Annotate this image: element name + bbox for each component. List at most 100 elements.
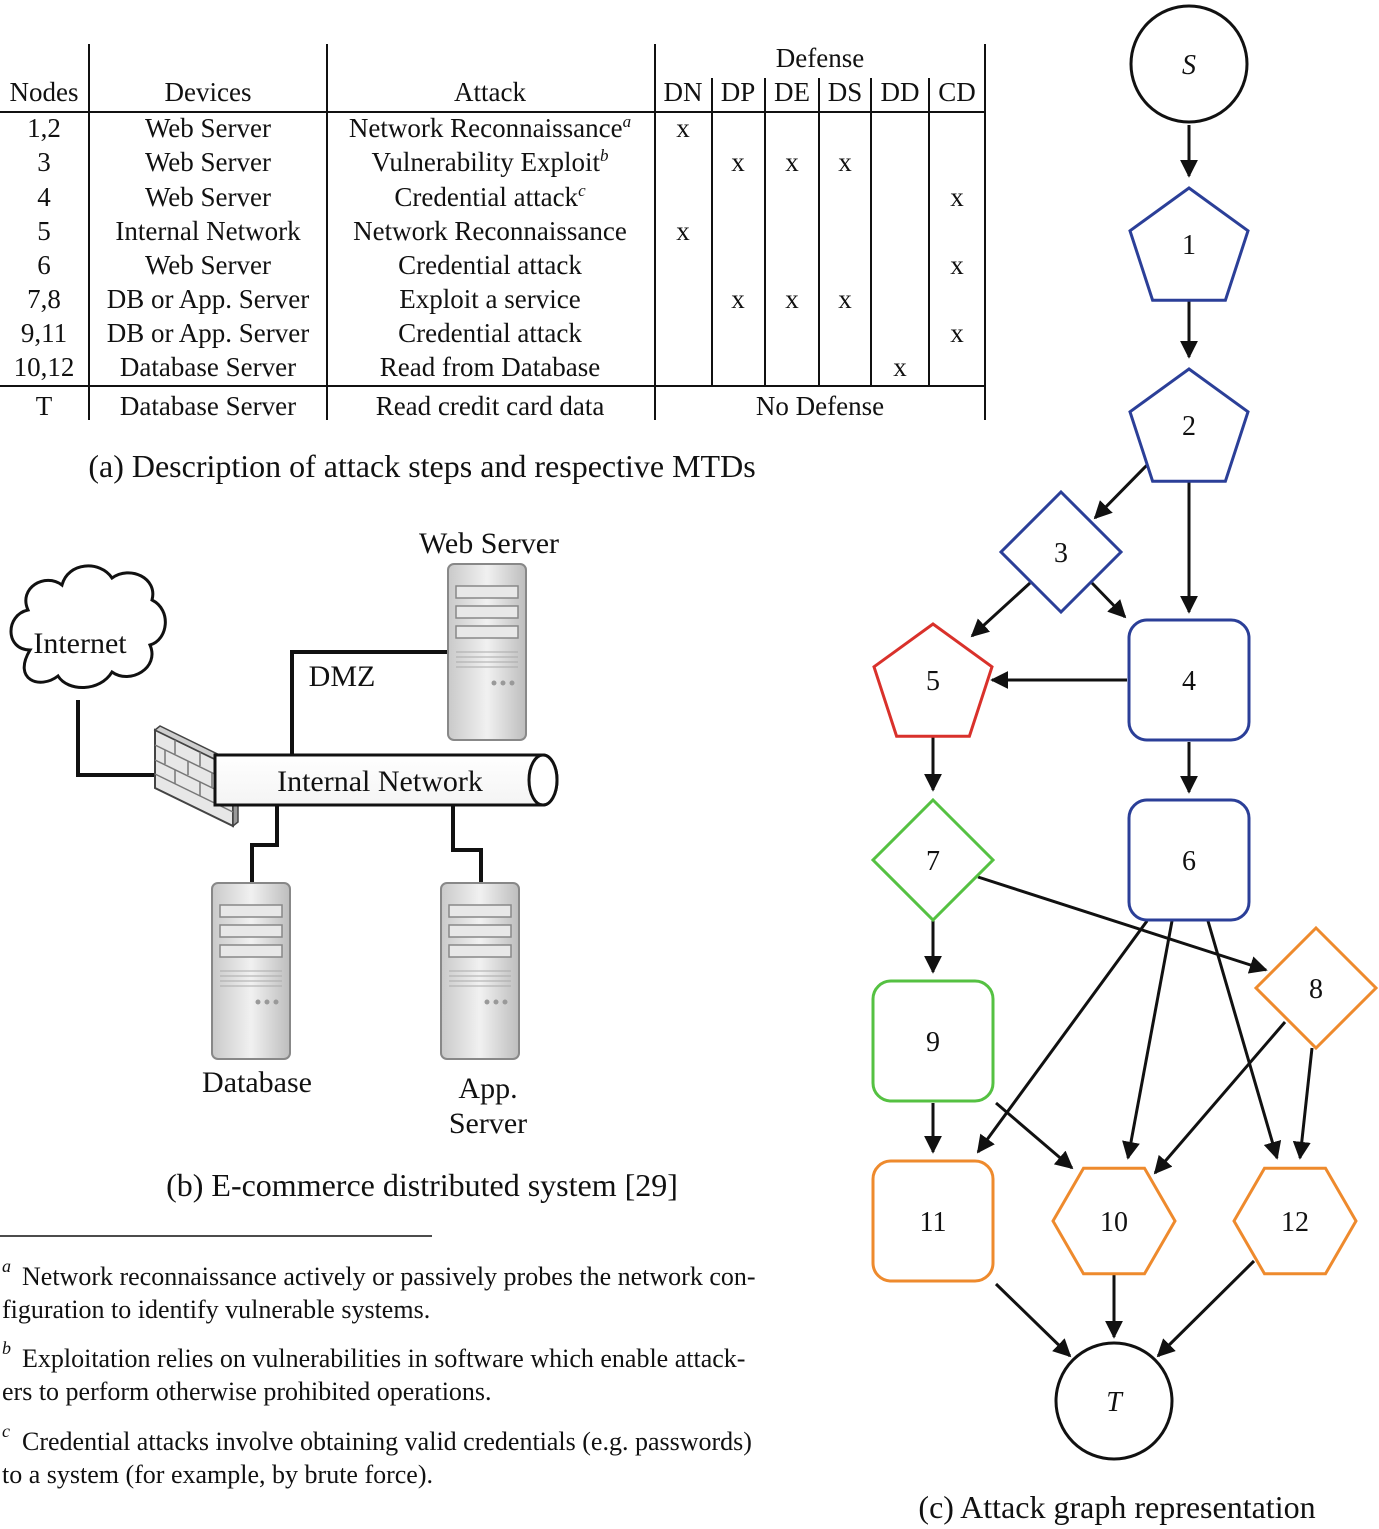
web-server-label: Web Server xyxy=(419,527,559,560)
defense-mark: x xyxy=(731,284,745,314)
defense-mark: x xyxy=(838,147,852,177)
defense-mark: x xyxy=(785,147,799,177)
row-attack: Credential attack xyxy=(398,250,582,280)
row-device: DB or App. Server xyxy=(107,284,309,314)
edge-6-to-12 xyxy=(1206,920,1282,1160)
defense-mark: x xyxy=(950,318,964,348)
row-attack-footnote-mark: c xyxy=(578,181,586,200)
graph-node-7: 7 xyxy=(870,797,996,923)
edge-6-to-11 xyxy=(976,920,1149,1154)
defense-mark: x xyxy=(950,250,964,280)
defense-mark: x xyxy=(838,284,852,314)
network-caption: (b) E-commerce distributed system [29] xyxy=(166,1167,678,1203)
footnotes: a Network reconnaissance actively or pas… xyxy=(2,1256,756,1489)
graph-node-12-label: 12 xyxy=(1281,1207,1309,1238)
graph-node-8-label: 8 xyxy=(1309,974,1323,1005)
row-attack: Exploit a service xyxy=(399,284,580,314)
web-server-icon xyxy=(447,563,527,741)
app-server-icon xyxy=(440,882,520,1060)
network-links xyxy=(76,650,483,885)
internet-cloud: Internet xyxy=(9,564,167,689)
row-device: Database Server xyxy=(120,352,296,382)
graph-node-4: 4 xyxy=(1127,618,1251,742)
row-device: Web Server xyxy=(145,182,271,212)
row-attack-text: Credential attack xyxy=(398,318,582,348)
graph-node-6: 6 xyxy=(1127,798,1251,922)
footnote-a-line1: Network reconnaissance actively or passi… xyxy=(22,1262,756,1291)
edge-6-to-10 xyxy=(1122,920,1174,1160)
header-nodes: Nodes xyxy=(10,77,79,107)
defense-mark: x xyxy=(893,352,907,382)
node-rounded-square-shape xyxy=(1127,798,1251,922)
table-caption: (a) Description of attack steps and resp… xyxy=(88,448,755,484)
row-attack: Network Reconnaissance xyxy=(353,216,627,246)
node-hexagon-shape xyxy=(1232,1166,1358,1276)
edge-11-to-T xyxy=(994,1282,1072,1358)
row-attack-text: Vulnerability Exploit xyxy=(371,147,600,177)
row-nodes: 6 xyxy=(37,250,51,280)
graph-node-2-label: 2 xyxy=(1182,411,1196,442)
row-attack-text: Network Reconnaissance xyxy=(353,216,627,246)
app-server-label-line2: Server xyxy=(449,1107,527,1140)
footnote-c-mark: c xyxy=(2,1421,10,1441)
row-device: Web Server xyxy=(145,113,271,143)
graph-node-5: 5 xyxy=(872,622,994,738)
row-nodes: 4 xyxy=(37,182,51,212)
node-pentagon-shape xyxy=(872,622,994,738)
graph-node-T-label: T xyxy=(1106,1387,1124,1418)
row-attack-text: Read from Database xyxy=(380,352,600,382)
graph-node-10-label: 10 xyxy=(1100,1207,1128,1238)
edge-12-to-T xyxy=(1156,1259,1256,1358)
footnote-a-mark: a xyxy=(2,1256,11,1276)
row-attack: Vulnerability Exploitb xyxy=(371,146,608,177)
node-pentagon-shape xyxy=(1128,186,1250,302)
node-circle-shape xyxy=(1054,1341,1174,1461)
header-dp: DP xyxy=(721,77,756,107)
node-rounded-square-shape xyxy=(871,1159,995,1283)
graph-node-5-label: 5 xyxy=(926,666,940,697)
row-nodes: 7,8 xyxy=(27,284,61,314)
header-ds: DS xyxy=(828,77,863,107)
row-nodes: 10,12 xyxy=(14,352,75,382)
node-circle-shape xyxy=(1129,4,1249,124)
graph-node-11: 11 xyxy=(871,1159,995,1283)
footnote-b-line1: Exploitation relies on vulnerabilities i… xyxy=(22,1344,745,1373)
node-rounded-square-shape xyxy=(871,979,995,1103)
node-diamond-shape xyxy=(998,489,1124,615)
graph-edges xyxy=(924,125,1314,1358)
internet-label: Internet xyxy=(33,627,127,660)
footnote-b-line2: ers to perform otherwise prohibited oper… xyxy=(2,1377,492,1406)
app-server-label-line1: App. xyxy=(458,1072,517,1105)
row-attack-text: Network Reconnaissance xyxy=(349,113,623,143)
header-dd: DD xyxy=(881,77,920,107)
graph-node-10: 10 xyxy=(1051,1166,1177,1276)
row-attack-text: Credential attack xyxy=(398,250,582,280)
row-nodes: 1,2 xyxy=(27,113,61,143)
graph-node-4-label: 4 xyxy=(1182,666,1196,697)
graph-caption: (c) Attack graph representation xyxy=(918,1489,1315,1525)
node-pentagon-shape xyxy=(1128,367,1250,483)
row-attack-text: Exploit a service xyxy=(399,284,580,314)
table-row: 10,12 Database Server Read from Database x xyxy=(14,352,908,382)
header-cd: CD xyxy=(938,77,976,107)
edge-3-to-4 xyxy=(1090,581,1127,619)
internal-network-label: Internal Network xyxy=(277,765,483,798)
row-nodes: 3 xyxy=(37,147,51,177)
node-diamond-shape xyxy=(1253,925,1379,1051)
graph-node-1: 1 xyxy=(1128,186,1250,302)
footnote-c-line1: Credential attacks involve obtaining val… xyxy=(22,1427,752,1456)
defense-mark: x xyxy=(676,216,690,246)
row-attack: Credential attackc xyxy=(394,181,586,212)
header-de: DE xyxy=(774,77,810,107)
node-rounded-square-shape xyxy=(1127,618,1251,742)
row-attack: Read from Database xyxy=(380,352,600,382)
final-row-device: Database Server xyxy=(120,391,296,421)
row-attack: Network Reconnaissancea xyxy=(349,112,631,143)
defense-mark: x xyxy=(731,147,745,177)
graph-node-11-label: 11 xyxy=(920,1207,947,1238)
